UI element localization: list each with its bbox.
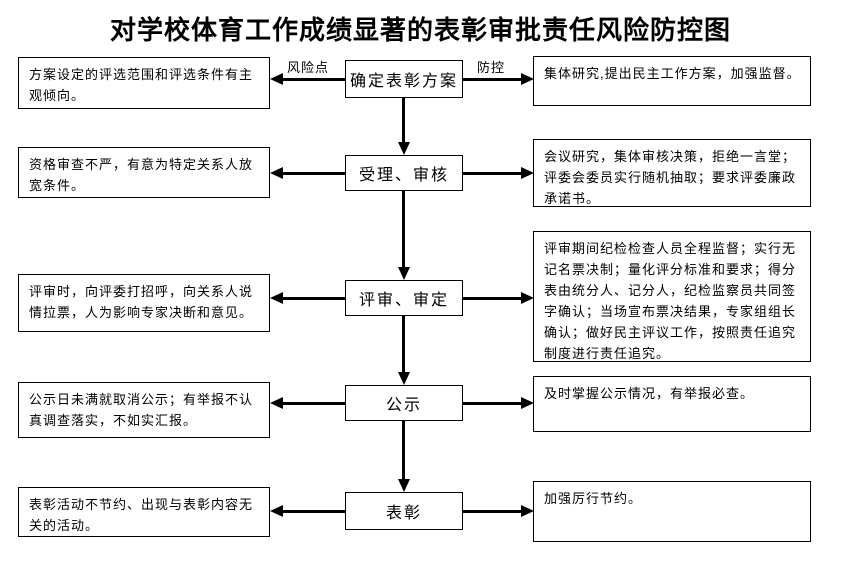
risk-box-1: 方案设定的评选范围和评选条件有主观倾向。 xyxy=(18,57,270,109)
control-arrow-2-shaft xyxy=(463,172,521,175)
control-box-2: 会议研究，集体审核决策，拒绝一言堂；评委会委员实行随机抽取；要求评委廉政承诺书。 xyxy=(533,139,811,207)
risk-arrow-5-shaft xyxy=(281,510,345,513)
risk-box-2: 资格审查不严，有意为特定关系人放宽条件。 xyxy=(18,147,270,198)
risk-arrow-2-shaft xyxy=(281,172,345,175)
left-arrowhead-icon xyxy=(270,505,283,517)
control-box-4: 及时掌握公示情况，有举报必查。 xyxy=(533,376,811,432)
right-arrowhead-icon xyxy=(521,397,534,409)
risk-box-3: 评审时，向评委打招呼，向关系人说情拉票，人为影响专家决断和意见。 xyxy=(18,274,270,332)
risk-arrow-label: 风险点 xyxy=(287,57,330,76)
control-arrow-4-shaft xyxy=(463,402,521,405)
down-arrowhead-icon xyxy=(398,267,410,280)
page-title: 对学校体育工作成绩显著的表彰审批责任风险防控图 xyxy=(109,15,731,45)
right-arrowhead-icon xyxy=(521,505,534,517)
control-arrow-label: 防控 xyxy=(477,57,506,76)
left-arrowhead-icon xyxy=(270,292,283,304)
control-arrow-3-shaft xyxy=(463,297,521,300)
down-arrowhead-icon xyxy=(398,479,410,492)
right-arrowhead-icon xyxy=(521,167,534,179)
control-arrow-1-shaft xyxy=(463,78,521,81)
left-arrowhead-icon xyxy=(270,73,283,85)
risk-arrow-3-shaft xyxy=(281,297,345,300)
flow-arrow-1-shaft xyxy=(402,98,405,143)
right-arrowhead-icon xyxy=(521,73,534,85)
down-arrowhead-icon xyxy=(398,142,410,155)
left-arrowhead-icon xyxy=(270,167,283,179)
flow-arrow-3-shaft xyxy=(402,316,405,373)
risk-box-4: 公示日未满就取消公示；有举报不认真调查落实，不如实汇报。 xyxy=(18,382,270,438)
control-arrow-5-shaft xyxy=(463,510,521,513)
flow-arrow-2-shaft xyxy=(402,191,405,268)
step-box-4: 公示 xyxy=(345,385,463,421)
down-arrowhead-icon xyxy=(398,372,410,385)
flow-arrow-4-shaft xyxy=(402,421,405,480)
control-box-1: 集体研究,提出民主工作方案，加强监督。 xyxy=(533,56,811,106)
control-box-5: 加强厉行节约。 xyxy=(533,481,811,542)
risk-box-5: 表彰活动不节约、出现与表彰内容无关的活动。 xyxy=(18,487,270,537)
step-box-5: 表彰 xyxy=(345,492,463,530)
left-arrowhead-icon xyxy=(270,397,283,409)
step-box-2: 受理、审核 xyxy=(345,155,463,191)
control-box-3: 评审期间纪检检查人员全程监督；实行无记名票决制；量化评分标准和要求；得分表由统分… xyxy=(533,231,811,362)
step-box-1: 确定表彰方案 xyxy=(345,60,463,98)
right-arrowhead-icon xyxy=(521,292,534,304)
risk-arrow-1-shaft xyxy=(281,78,345,81)
step-box-3: 评审、审定 xyxy=(345,280,463,316)
risk-arrow-4-shaft xyxy=(281,402,345,405)
